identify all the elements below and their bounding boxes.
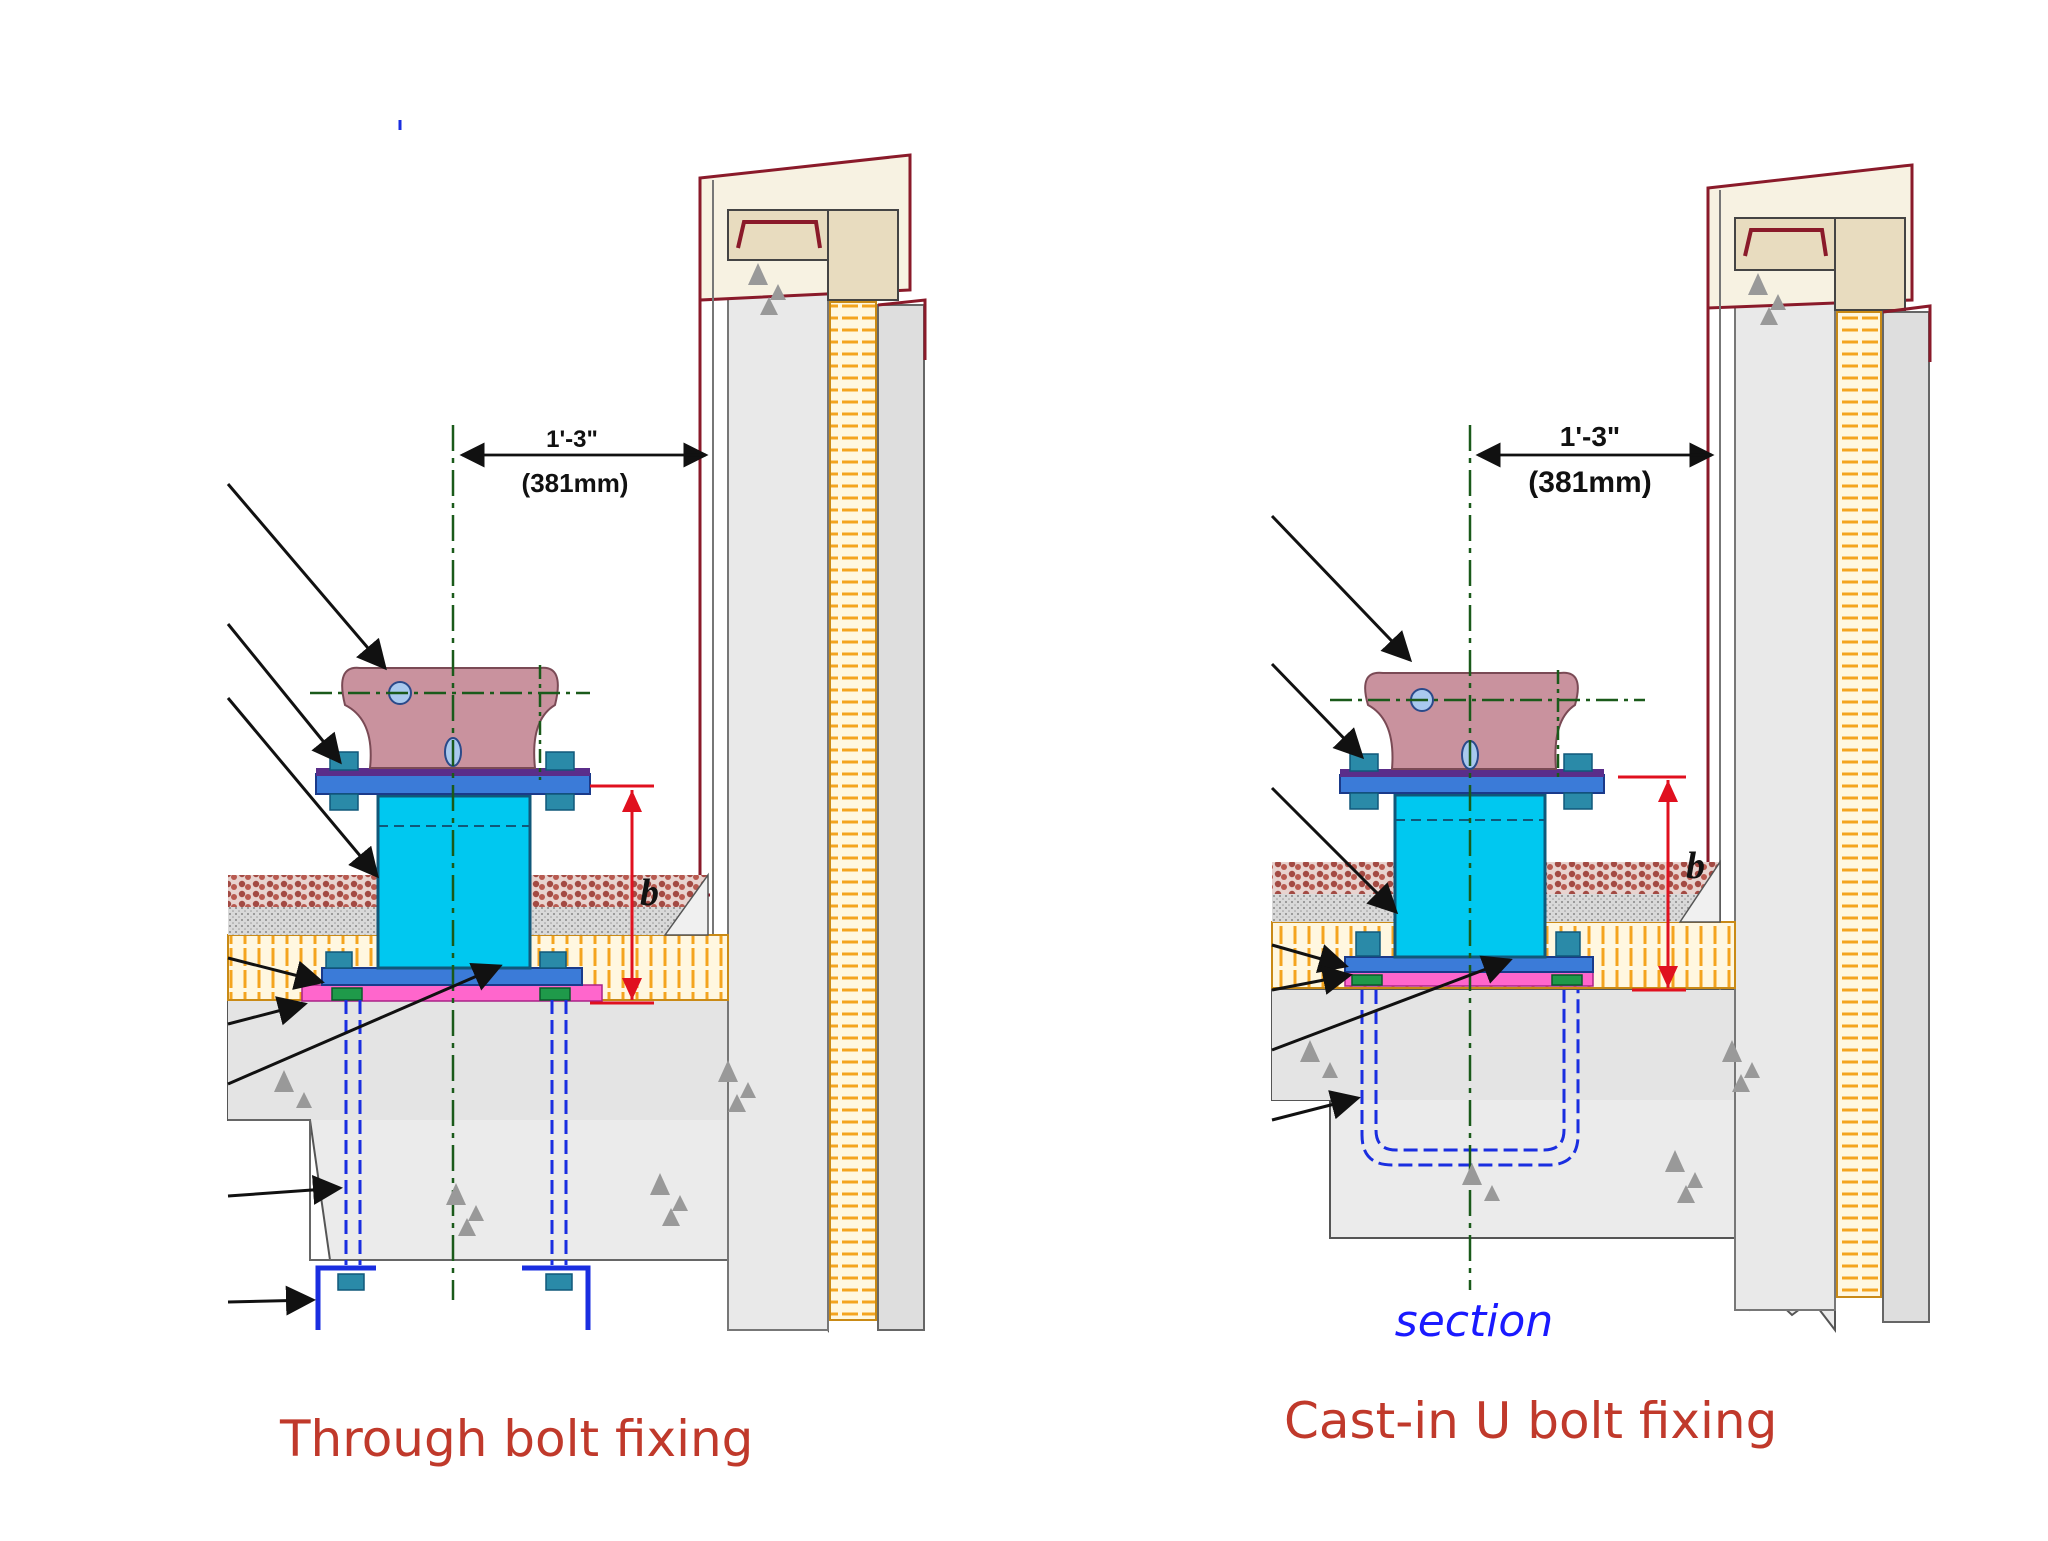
caption-through-bolt: Through bolt fixing xyxy=(280,1410,754,1468)
wall-insulation xyxy=(829,301,877,1321)
gravel-fillet xyxy=(663,872,709,936)
arrow-pointer xyxy=(226,697,379,879)
cladding-top xyxy=(1882,304,1932,362)
cladding-top xyxy=(877,298,927,360)
height-dim-arrow-down xyxy=(1658,966,1678,988)
dimension-feet-label: 1'-3" xyxy=(546,426,598,453)
base-washer xyxy=(331,987,363,1001)
concrete-slab xyxy=(1272,990,1735,1100)
arrow-pointer xyxy=(227,1285,316,1316)
base-washer xyxy=(539,987,571,1001)
arrow-pointer xyxy=(1271,965,1353,995)
arrow-pointer xyxy=(1270,786,1399,915)
arrow-pointer xyxy=(1271,955,1513,1052)
top-plate xyxy=(1339,774,1605,794)
upstand-wall xyxy=(727,189,829,1331)
top-nut xyxy=(545,793,575,811)
through-bolt-detail: 1'-3" (381mm) b xyxy=(226,120,927,1333)
timber-cap-box xyxy=(1834,217,1906,311)
caption-cast-in-u-bolt: Cast-in U bolt fixing xyxy=(1284,1392,1778,1450)
timber-cap-box xyxy=(1734,217,1836,271)
top-nut xyxy=(1349,753,1379,772)
top-plate-strip xyxy=(316,768,590,776)
base-nut xyxy=(539,951,567,969)
aggregate-marks xyxy=(1300,273,1786,1203)
bottom-angle xyxy=(315,1265,376,1330)
base-nut xyxy=(325,951,353,969)
arrow-pointer xyxy=(226,623,342,765)
arrow-pointer xyxy=(1271,943,1349,974)
cast-in-u-bolt-detail: 1'-3" (381mm) b section xyxy=(1270,163,1932,1347)
top-nut xyxy=(1563,753,1593,772)
top-nut xyxy=(329,793,359,811)
arrow-pointer xyxy=(1270,662,1365,760)
gravel-fillet xyxy=(1678,859,1721,923)
dimension-mm-label: (381mm) xyxy=(1528,466,1651,499)
u-bolt-nut xyxy=(1355,931,1381,957)
through-bolt xyxy=(344,1000,568,1265)
upstand-wall xyxy=(1734,199,1836,1311)
outer-cladding xyxy=(877,304,925,1331)
dimension-mm-label: (381mm) xyxy=(522,468,629,498)
aggregate-marks xyxy=(274,263,786,1236)
base-washer xyxy=(1551,974,1583,986)
arrow-pointer xyxy=(227,996,308,1026)
outer-cladding xyxy=(1882,311,1930,1323)
arrow-pointer xyxy=(227,962,503,1086)
bottom-angle xyxy=(522,1265,591,1330)
top-nut xyxy=(1349,792,1379,810)
base-washer xyxy=(1351,974,1383,986)
top-nut xyxy=(545,751,575,771)
arrow-pointer xyxy=(226,483,387,671)
top-nut xyxy=(1563,792,1593,810)
arrow-pointer xyxy=(1271,1090,1361,1122)
height-dim-arrow-up xyxy=(622,790,642,812)
leader-arrows xyxy=(226,483,503,1316)
dimension-feet-label: 1'-3" xyxy=(1560,421,1620,452)
arrow-pointer xyxy=(1270,514,1413,663)
bottom-nut xyxy=(545,1273,573,1291)
section-label: section xyxy=(1395,1296,1553,1347)
timber-cap-box xyxy=(727,209,829,261)
height-label: b xyxy=(1686,845,1705,887)
u-bolt-nut xyxy=(1555,931,1581,957)
top-plate-strip xyxy=(1340,769,1604,777)
concrete-slab xyxy=(228,1000,728,1120)
arrow-pointer xyxy=(227,956,325,990)
drip-flashing xyxy=(736,220,822,249)
wall-insulation xyxy=(1836,311,1882,1298)
drip-flashing xyxy=(1743,228,1828,257)
height-dim-arrow-down xyxy=(622,978,642,1000)
leader-arrows xyxy=(1270,514,1513,1122)
height-dim-arrow-up xyxy=(1658,780,1678,802)
height-label: b xyxy=(640,872,659,914)
bottom-nut xyxy=(337,1273,365,1291)
timber-cap-box xyxy=(827,209,899,301)
arrow-pointer xyxy=(227,1174,343,1205)
